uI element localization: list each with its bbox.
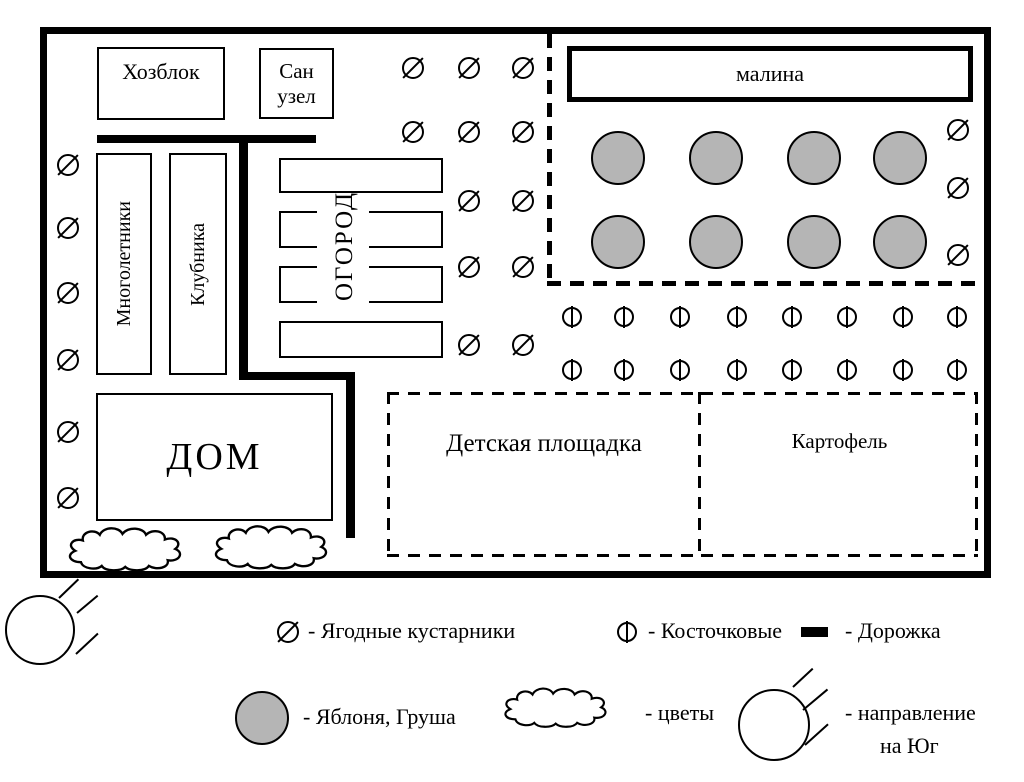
legend-south-label-line1: - направление [845, 700, 976, 725]
perennials-bed: Многолетники [96, 153, 152, 375]
vegetable-garden-label-box: ОГОРОД [320, 191, 370, 302]
garden-bed-3-left [279, 266, 317, 303]
flowers-cloud [64, 524, 196, 572]
berry-bush-symbol [57, 349, 79, 371]
garden-bed-1 [279, 158, 443, 193]
path-segment-top [97, 135, 316, 143]
berry-bush-symbol [458, 57, 480, 79]
path-segment-middle [239, 372, 355, 380]
berry-bush-symbol [458, 121, 480, 143]
orchard-zone-dashed-left [547, 34, 552, 287]
legend-south-direction-icon [738, 689, 810, 761]
garden-bed-2-right [369, 211, 443, 248]
potato-label: Картофель [791, 429, 888, 453]
stone-fruit-symbol [837, 307, 857, 327]
legend-fruit-tree-label: - Яблоня, Груша [303, 704, 456, 729]
fruit-tree-symbol [591, 131, 645, 185]
utility-block-area: Хозблок [97, 47, 225, 120]
berry-bush-symbol [512, 57, 534, 79]
fruit-tree-symbol [787, 215, 841, 269]
stone-fruit-symbol [562, 307, 582, 327]
strawberry-label: Клубника [186, 222, 209, 306]
berry-bush-symbol [512, 256, 534, 278]
stone-fruit-symbol [782, 307, 802, 327]
stone-fruit-symbol [670, 360, 690, 380]
playground-label: Детская площадка [446, 430, 642, 457]
legend-flowers-icon [500, 685, 620, 728]
berry-bush-symbol [947, 177, 969, 199]
raspberry-area: малина [567, 46, 973, 102]
fruit-tree-symbol [873, 131, 927, 185]
stone-fruit-symbol [614, 307, 634, 327]
stone-fruit-symbol [893, 307, 913, 327]
garden-bed-2-left [279, 211, 317, 248]
flowers-cloud [210, 522, 342, 570]
legend-berry-bush-label: - Ягодные кустарники [308, 618, 516, 643]
berry-bush-symbol [402, 57, 424, 79]
berry-bush-symbol [458, 334, 480, 356]
berry-bush-symbol [947, 119, 969, 141]
house-label: ДОМ [166, 436, 263, 478]
path-segment-vertical [239, 135, 248, 380]
legend-flowers-label: - цветы [645, 700, 715, 725]
sanitary-unit-area: Сан узел [259, 48, 334, 119]
stone-fruit-symbol [727, 360, 747, 380]
legend-south-label-line2: на Юг [880, 733, 939, 758]
garden-bed-4 [279, 321, 443, 358]
berry-bush-symbol [512, 121, 534, 143]
legend-fruit-tree-icon [235, 691, 289, 745]
berry-bush-symbol [57, 217, 79, 239]
legend-path-label: - Дорожка [845, 618, 941, 643]
garden-bed-3-right [369, 266, 443, 303]
stone-fruit-symbol [670, 307, 690, 327]
fruit-tree-symbol [689, 131, 743, 185]
legend-berry-bush-icon [277, 621, 299, 643]
stone-fruit-symbol [782, 360, 802, 380]
legend-south-ray-icon [792, 667, 814, 688]
south-direction-marker [5, 595, 75, 665]
berry-bush-symbol [458, 256, 480, 278]
raspberry-label: малина [735, 61, 805, 86]
vegetable-garden-label: ОГОРОД [331, 191, 358, 302]
potato-area: Картофель [701, 392, 978, 557]
sanitary-unit-label: Сан узел [277, 59, 316, 108]
fruit-tree-symbol [787, 131, 841, 185]
house-area: ДОМ [96, 393, 333, 521]
legend-south-ray-icon [802, 688, 829, 711]
legend-stone-fruit-icon [617, 622, 637, 642]
south-ray-icon [75, 632, 99, 655]
south-ray-icon [76, 594, 99, 614]
fruit-tree-symbol [591, 215, 645, 269]
berry-bush-symbol [57, 282, 79, 304]
stone-fruit-symbol [893, 360, 913, 380]
stone-fruit-symbol [562, 360, 582, 380]
berry-bush-symbol [402, 121, 424, 143]
orchard-zone-dashed-bottom [547, 281, 984, 286]
berry-bush-symbol [512, 334, 534, 356]
strawberry-bed: Клубника [169, 153, 227, 375]
fruit-tree-symbol [873, 215, 927, 269]
utility-block-label: Хозблок [122, 59, 200, 84]
berry-bush-symbol [947, 244, 969, 266]
perennials-label: Многолетники [112, 201, 135, 327]
stone-fruit-symbol [727, 307, 747, 327]
berry-bush-symbol [512, 190, 534, 212]
berry-bush-symbol [458, 190, 480, 212]
plot-border [40, 27, 991, 578]
playground-area: Детская площадка [387, 392, 701, 557]
berry-bush-symbol [57, 487, 79, 509]
stone-fruit-symbol [837, 360, 857, 380]
stone-fruit-symbol [947, 307, 967, 327]
stone-fruit-symbol [947, 360, 967, 380]
legend-stone-fruit-label: - Косточковые [648, 618, 783, 643]
south-ray-icon [58, 578, 80, 599]
fruit-tree-symbol [689, 215, 743, 269]
legend-path-icon [801, 627, 828, 637]
path-segment-lower [346, 372, 355, 538]
berry-bush-symbol [57, 154, 79, 176]
stone-fruit-symbol [614, 360, 634, 380]
berry-bush-symbol [57, 421, 79, 443]
